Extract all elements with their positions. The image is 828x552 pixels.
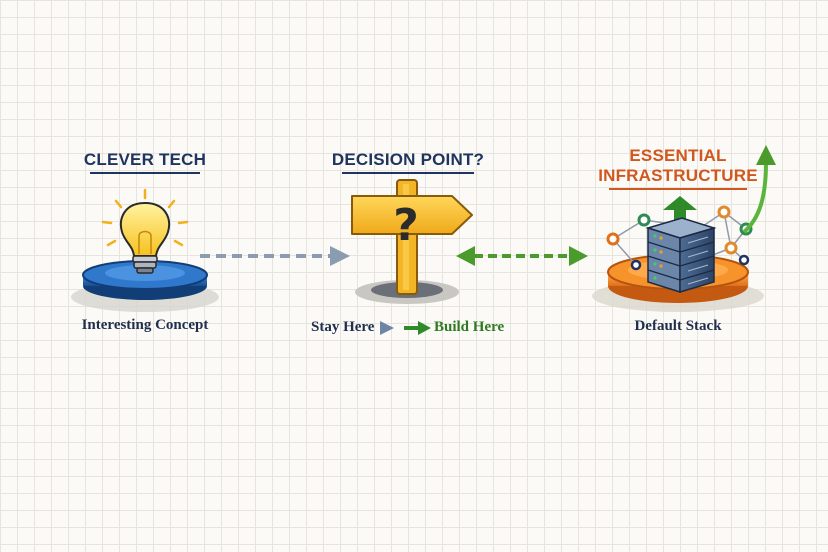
stay-here-label: Stay Here bbox=[311, 319, 375, 335]
signpost-icon: ? bbox=[351, 179, 473, 295]
server-stack-icon bbox=[645, 217, 717, 294]
decision-point-title: DECISION POINT? bbox=[318, 150, 498, 174]
question-mark-icon: ? bbox=[393, 200, 419, 251]
interesting-concept-caption: Interesting Concept bbox=[81, 317, 209, 333]
default-stack-caption: Default Stack bbox=[634, 318, 722, 334]
stay-here-arrow-icon bbox=[380, 321, 394, 335]
lightbulb-icon bbox=[101, 188, 189, 274]
essential-infrastructure-title: ESSENTIAL INFRASTRUCTURE bbox=[598, 146, 758, 190]
essential-infrastructure-title-line2: INFRASTRUCTURE bbox=[598, 166, 758, 185]
build-here-arrow-icon bbox=[404, 321, 431, 335]
signpost-node: ? bbox=[351, 179, 473, 304]
lightbulb-node bbox=[71, 188, 219, 312]
network-nodes-icon bbox=[606, 205, 753, 271]
infrastructure-node bbox=[592, 145, 776, 312]
arrow-to-decision bbox=[200, 246, 350, 266]
essential-infrastructure-title-line1: ESSENTIAL bbox=[629, 146, 727, 165]
build-here-label: Build Here bbox=[434, 319, 505, 335]
double-arrow-to-infrastructure bbox=[456, 246, 588, 266]
growth-arrow-icon bbox=[742, 145, 776, 234]
clever-tech-title: CLEVER TECH bbox=[70, 150, 220, 174]
